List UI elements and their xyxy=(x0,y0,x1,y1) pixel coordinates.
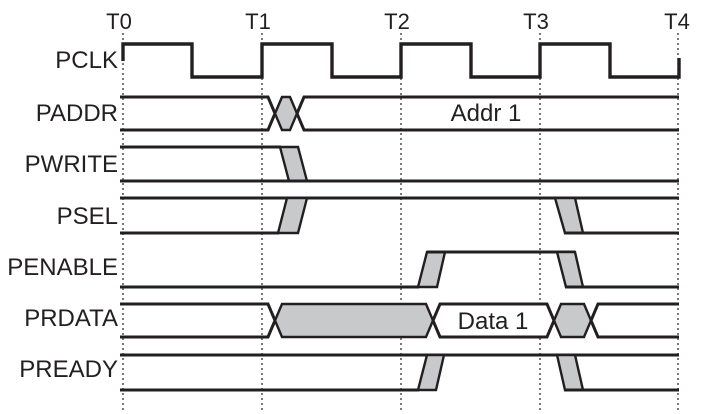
pclk-wave xyxy=(121,42,681,79)
waveform-paddr: Addr 1 xyxy=(120,95,679,132)
pready-rise-transition xyxy=(416,353,446,392)
pready-fall-transition xyxy=(555,353,585,392)
waveform-pready xyxy=(120,353,679,392)
time-label-t0: T0 xyxy=(106,9,132,34)
signal-label-psel: PSEL xyxy=(57,203,118,230)
signal-label-paddr: PADDR xyxy=(36,100,118,127)
paddr-valid-previous xyxy=(120,95,277,132)
psel-rise-transition xyxy=(276,196,309,235)
signal-label-pready: PREADY xyxy=(19,356,118,383)
penable-fall-transition xyxy=(555,250,585,289)
prdata-changing-region-1 xyxy=(273,302,435,339)
time-label-t3: T3 xyxy=(523,9,549,34)
time-axis-labels: T0 T1 T2 T3 T4 xyxy=(106,9,690,34)
prdata-valid-final xyxy=(589,302,679,339)
bus-value-addr1: Addr 1 xyxy=(451,100,522,127)
waveform-prdata: Data 1 xyxy=(120,302,679,339)
signal-labels: PCLK PADDR PWRITE PSEL PENABLE PRDATA PR… xyxy=(7,47,118,383)
prdata-valid-previous xyxy=(120,302,277,339)
paddr-changing-region xyxy=(273,95,299,132)
prdata-changing-region-2 xyxy=(552,302,593,339)
signal-label-penable: PENABLE xyxy=(7,254,118,281)
penable-rise-transition xyxy=(416,250,447,289)
bus-value-data1: Data 1 xyxy=(458,308,529,335)
signal-label-pwrite: PWRITE xyxy=(25,151,118,178)
time-label-t4: T4 xyxy=(664,9,690,34)
time-label-t1: T1 xyxy=(245,9,271,34)
pwrite-fall-transition xyxy=(278,145,309,183)
signal-label-prdata: PRDATA xyxy=(24,305,118,332)
paddr-valid-addr1 xyxy=(295,95,679,132)
time-gridlines xyxy=(122,33,679,411)
time-label-t2: T2 xyxy=(384,9,410,34)
waveform-pwrite xyxy=(120,145,679,183)
signal-label-pclk: PCLK xyxy=(55,47,118,74)
psel-fall-transition xyxy=(553,196,585,235)
waveform-penable xyxy=(120,250,679,289)
waveform-pclk xyxy=(121,42,681,79)
waveform-psel xyxy=(120,196,679,235)
